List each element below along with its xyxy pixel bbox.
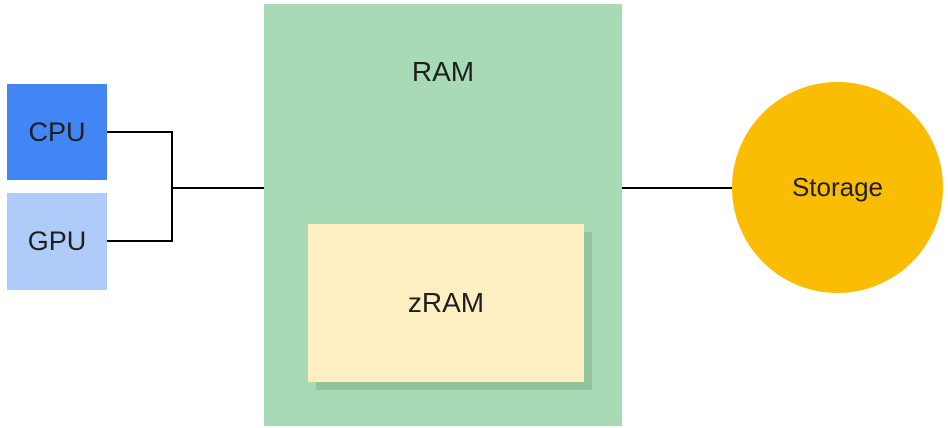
gpu-to-bus-line: [107, 188, 173, 242]
gpu-label: GPU: [27, 226, 87, 256]
ram-label: RAM: [411, 56, 475, 87]
cpu-block: CPU: [7, 84, 107, 180]
zram-label: zRAM: [407, 287, 485, 318]
cpu-label: CPU: [28, 116, 86, 147]
zram-block: zRAM: [308, 224, 584, 382]
storage-circle: Storage: [732, 82, 943, 293]
cpu-to-bus-line: [107, 131, 173, 188]
storage-label: Storage: [791, 172, 884, 202]
gpu-block: GPU: [7, 193, 107, 290]
